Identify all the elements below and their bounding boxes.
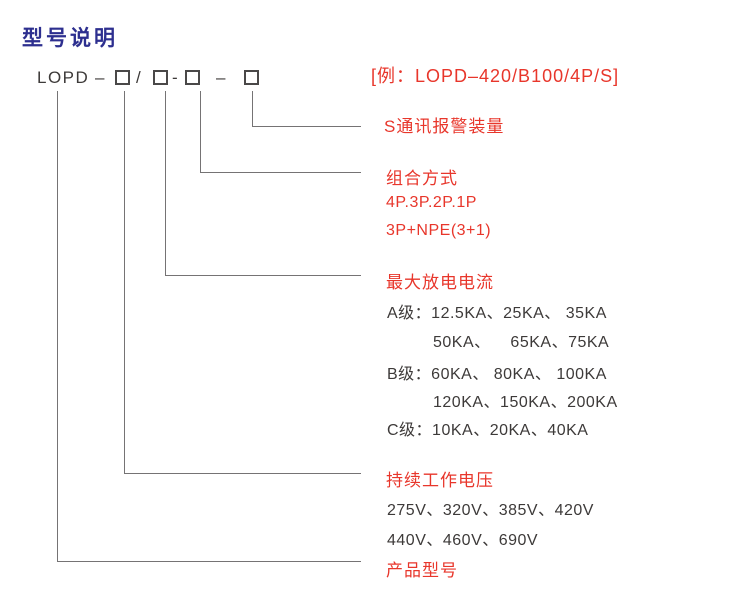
branch-combination-option-2: 3P+NPE(3+1) <box>386 222 492 239</box>
connector-product-hline <box>57 561 361 562</box>
model-box-alarm <box>244 70 259 85</box>
connector-product-vline <box>57 91 58 561</box>
branch-voltage-row-2: 440V、460V、690V <box>387 532 539 549</box>
connector-combination-hline <box>200 172 361 173</box>
model-box-combination <box>185 70 200 85</box>
connector-discharge-vline <box>165 91 166 275</box>
branch-discharge-row-b2: 120KA、150KA、200KA <box>433 394 618 411</box>
model-separator-1: – <box>95 68 106 87</box>
model-box-voltage <box>115 70 130 85</box>
model-separator-3: - <box>172 68 180 87</box>
connector-combination-vline <box>200 91 201 172</box>
model-separator-4: – <box>216 68 227 87</box>
branch-combination-option-1: 4P.3P.2P.1P <box>386 194 477 211</box>
model-separator-2: / <box>136 68 143 87</box>
branch-voltage-label: 持续工作电压 <box>386 471 494 490</box>
branch-product-label: 产品型号 <box>386 561 458 580</box>
connector-voltage-vline <box>124 91 125 473</box>
model-prefix: LOPD <box>37 68 90 87</box>
connector-alarm-hline <box>252 126 361 127</box>
page-title: 型号说明 <box>22 27 118 50</box>
branch-combination-label: 组合方式 <box>386 169 458 188</box>
connector-voltage-hline <box>124 473 361 474</box>
model-box-discharge <box>153 70 168 85</box>
connector-alarm-vline <box>252 91 253 126</box>
branch-alarm-label: S通讯报警装量 <box>384 117 505 136</box>
branch-discharge-row-a2: 50KA、 65KA、75KA <box>433 334 610 351</box>
connector-discharge-hline <box>165 275 361 276</box>
example-label: [例：LOPD–420/B100/4P/S] <box>371 66 620 86</box>
branch-discharge-row-b: B级：60KA、 80KA、 100KA <box>387 366 607 383</box>
branch-discharge-row-c: C级：10KA、20KA、40KA <box>387 422 589 439</box>
branch-discharge-label: 最大放电电流 <box>386 273 494 292</box>
branch-discharge-row-a: A级：12.5KA、25KA、 35KA <box>387 305 607 322</box>
branch-voltage-row-1: 275V、320V、385V、420V <box>387 502 594 519</box>
